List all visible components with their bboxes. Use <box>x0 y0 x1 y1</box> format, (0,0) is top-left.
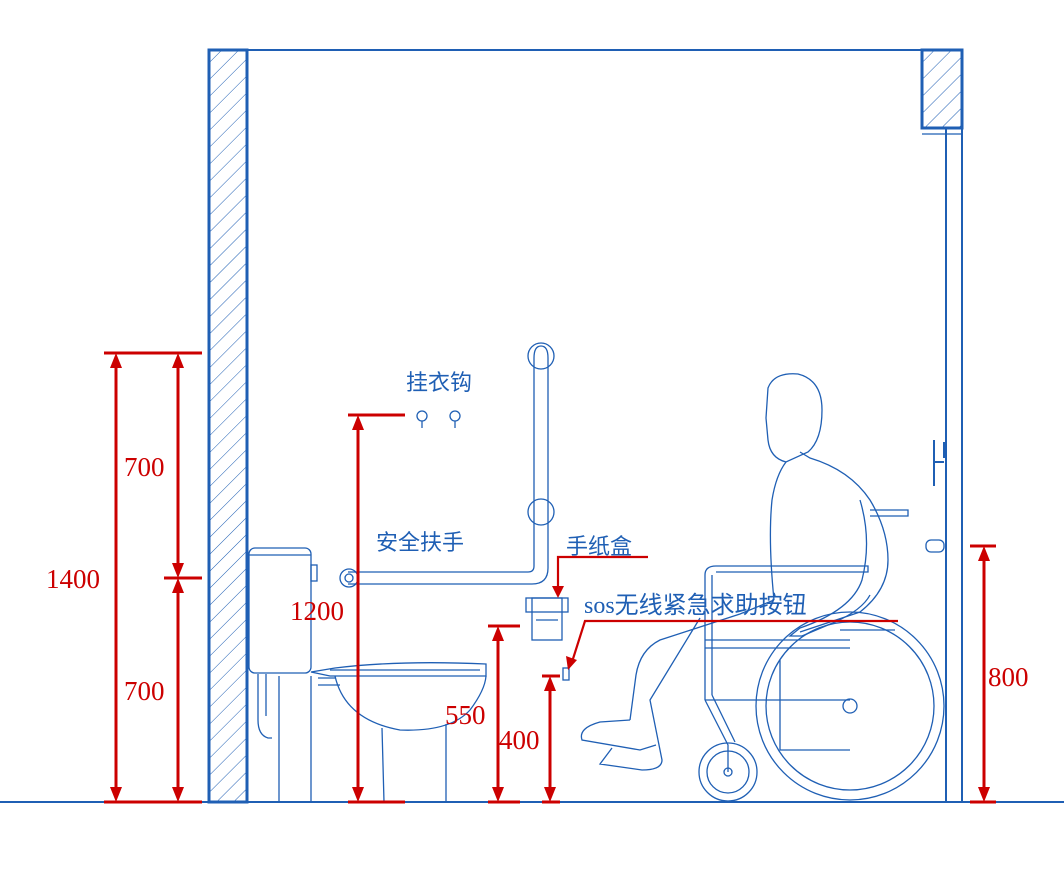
coat-hooks <box>416 410 461 428</box>
annotation-labels: 挂衣钩 安全扶手 手纸盒 sos无线紧急求助按钮 <box>376 371 807 619</box>
sos-button-label: sos无线紧急求助按钮 <box>584 592 807 619</box>
dim-value-400: 400 <box>499 725 540 755</box>
toilet-seat <box>310 662 487 677</box>
dimension-values: 1400 700 700 1200 550 400 800 <box>46 452 1029 755</box>
coat-hook-label: 挂衣钩 <box>406 371 472 396</box>
grab-bar-label: 安全扶手 <box>376 531 464 556</box>
dim-value-1400: 1400 <box>46 564 100 594</box>
tissue-box-leader <box>556 555 648 590</box>
dim-value-700-upper: 700 <box>124 452 165 482</box>
wheelchair <box>698 509 945 802</box>
grab-bar-mount-icon <box>527 342 555 370</box>
dimension-lines <box>104 351 996 804</box>
sos-button-leader <box>570 619 898 663</box>
toilet <box>248 547 487 803</box>
coat-hook-icon <box>416 410 428 428</box>
tissue-box-label: 手纸盒 <box>566 535 632 560</box>
door-latch-icon <box>933 440 945 486</box>
dim-value-1200: 1200 <box>290 596 344 626</box>
dim-value-700-lower: 700 <box>124 676 165 706</box>
toilet-tank <box>248 547 312 674</box>
sos-button-icon <box>562 667 570 681</box>
label-leaders <box>552 555 898 670</box>
right-wall-stub <box>920 48 964 130</box>
coat-hook-icon <box>449 410 461 428</box>
grab-bar <box>339 342 555 588</box>
tissue-box <box>525 597 569 641</box>
dim-value-550: 550 <box>445 700 486 730</box>
door <box>922 128 963 802</box>
toilet-pedestal <box>381 724 447 803</box>
seated-person <box>580 373 889 771</box>
left-wall <box>207 48 249 804</box>
door-handle-icon <box>925 539 945 553</box>
room-structure <box>0 48 1064 804</box>
toilet-bowl <box>334 675 487 731</box>
grab-bar-mount-icon <box>527 498 555 526</box>
dim-value-800: 800 <box>988 662 1029 692</box>
